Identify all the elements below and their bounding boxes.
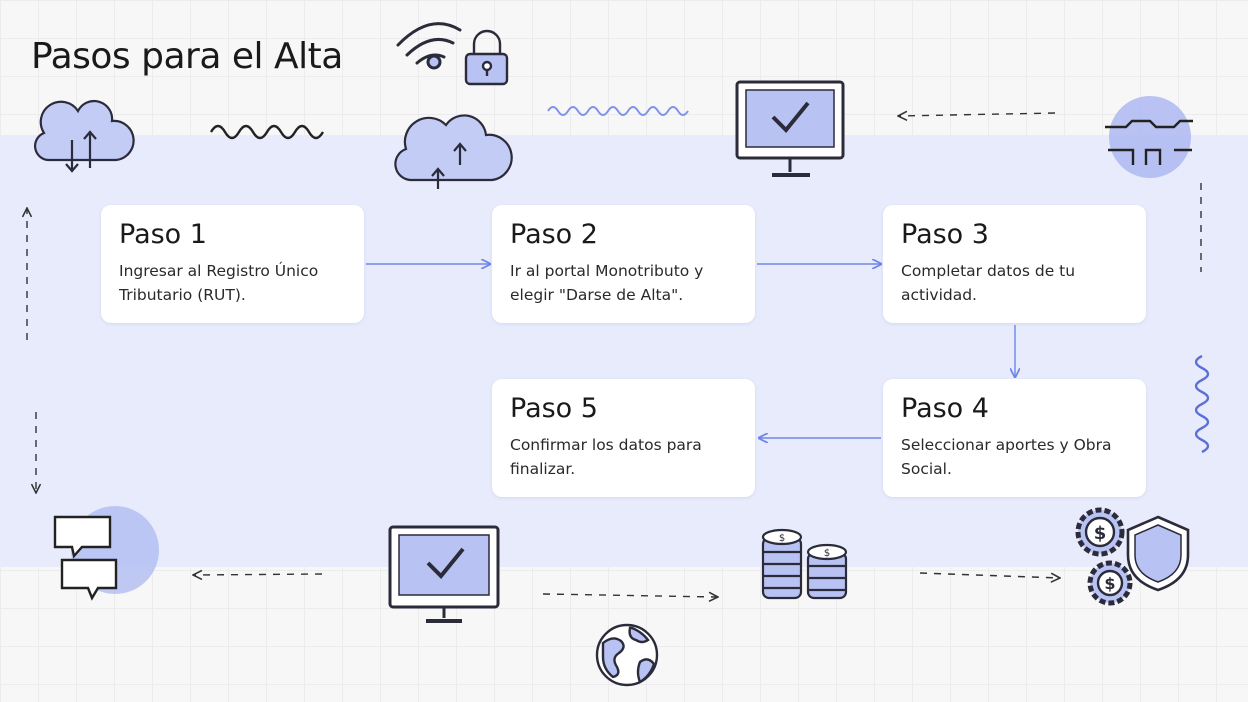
coins-icon: $ $	[761, 528, 848, 600]
step-card-1: Paso 1 Ingresar al Registro Único Tribut…	[101, 205, 364, 323]
lock-icon	[464, 29, 509, 86]
step-card-3: Paso 3 Completar datos de tu actividad.	[883, 205, 1146, 323]
svg-text:$: $	[1094, 523, 1107, 544]
squiggle-vertical	[1194, 354, 1210, 454]
step-description: Completar datos de tu actividad.	[901, 262, 1076, 304]
step-title: Paso 4	[901, 393, 989, 424]
flow-arrows	[366, 264, 1015, 438]
wifi-icon	[396, 22, 462, 70]
svg-text:$: $	[1104, 574, 1115, 593]
step-description: Ingresar al Registro Único Tributario (R…	[119, 262, 319, 304]
step-title: Paso 1	[119, 219, 207, 250]
step-description: Seleccionar aportes y Obra Social.	[901, 436, 1112, 478]
step-card-2: Paso 2 Ir al portal Monotributo y elegir…	[492, 205, 755, 323]
step-card-5: Paso 5 Confirmar los datos para finaliza…	[492, 379, 755, 497]
step-description: Ir al portal Monotributo y elegir "Darse…	[510, 262, 704, 304]
monitor-check-icon	[735, 80, 845, 177]
step-card-4: Paso 4 Seleccionar aportes y Obra Social…	[883, 379, 1146, 497]
cloud-upload-icon	[394, 114, 513, 189]
step-title: Paso 2	[510, 219, 598, 250]
dashed-arrows	[27, 113, 1202, 597]
svg-text:$: $	[779, 533, 785, 544]
monitor-check-icon	[388, 525, 500, 623]
step-description: Confirmar los datos para finalizar.	[510, 436, 702, 478]
step-title: Paso 5	[510, 393, 598, 424]
squiggle-blue	[547, 106, 689, 116]
svg-text:$: $	[824, 548, 830, 559]
page-title: Pasos para el Alta	[31, 36, 343, 77]
gear-dollar-icon: $ $	[1075, 507, 1133, 606]
squiggle-dark	[209, 124, 325, 140]
step-title: Paso 3	[901, 219, 989, 250]
shield-icon	[1126, 515, 1190, 592]
cloud-upload-download-icon	[34, 99, 135, 173]
globe-icon	[595, 623, 659, 687]
chat-bubbles-icon	[53, 506, 159, 601]
circuit-blob-icon	[1105, 96, 1193, 178]
